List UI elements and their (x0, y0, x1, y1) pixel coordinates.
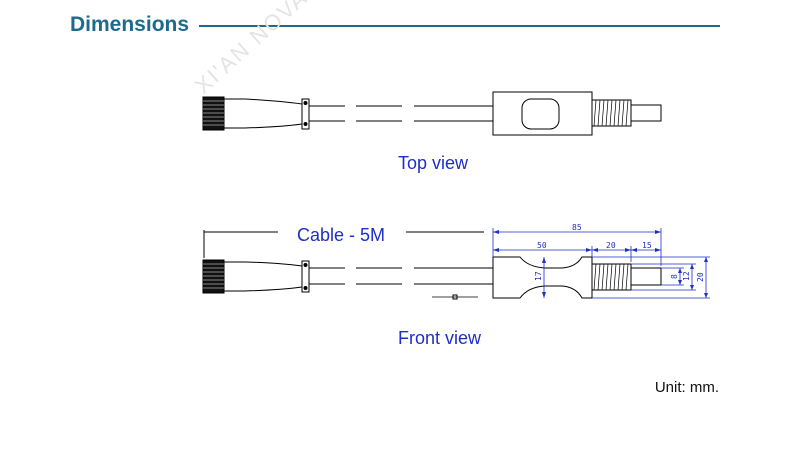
front-view-drawing (202, 256, 662, 300)
axis-mark (452, 294, 458, 300)
top-collar (301, 98, 310, 130)
dim-body: 50 (537, 241, 547, 250)
dim-8: 8 (670, 274, 679, 279)
front-collar (301, 260, 310, 293)
cable-length-label: Cable - 5M (297, 225, 386, 245)
top-body-window (521, 98, 560, 130)
cable-length-indicator (203, 230, 484, 258)
top-tip (630, 104, 662, 122)
top-view-label: Top view (398, 153, 469, 173)
section-header: Dimensions (70, 10, 720, 40)
dim-total: 85 (572, 223, 582, 232)
title-rule (199, 25, 720, 27)
dimension-arrows (493, 230, 708, 298)
front-view-label: Front view (398, 328, 482, 348)
dim-20: 20 (696, 272, 705, 282)
front-sleeve (224, 261, 303, 292)
front-tip (630, 267, 662, 286)
section-title: Dimensions (70, 13, 190, 36)
top-view-drawing (202, 91, 662, 136)
dim-thread: 20 (606, 241, 616, 250)
dim-body-height: 17 (534, 271, 543, 281)
dimension-lines (492, 228, 710, 299)
dim-tip: 15 (642, 241, 652, 250)
dim-12: 12 (682, 271, 691, 281)
top-sleeve (224, 98, 303, 129)
unit-note: Unit: mm. (654, 379, 719, 396)
